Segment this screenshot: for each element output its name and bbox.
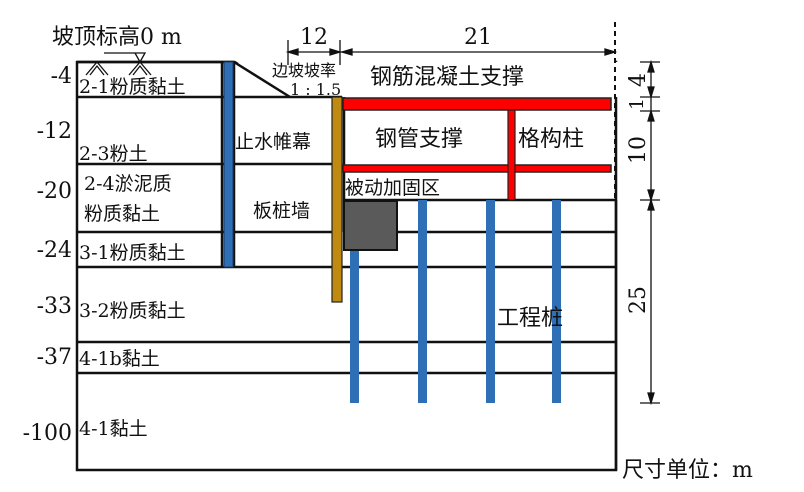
- water-curtain: [223, 61, 234, 268]
- layer-lines: [77, 62, 618, 470]
- svg-text:-24: -24: [37, 238, 72, 263]
- svg-text:3-1粉质黏土: 3-1粉质黏土: [79, 242, 186, 264]
- sheet-pile-wall: [331, 96, 343, 303]
- slope-ratio: 1 : 1.5: [290, 80, 341, 99]
- top-dimensions: [285, 40, 618, 65]
- pile: [418, 200, 427, 403]
- piles-label: 工程桩: [497, 306, 563, 331]
- dim-25: 25: [626, 286, 651, 314]
- passive-zone-label: 被动加固区: [345, 177, 440, 199]
- steel-strut-label: 钢管支撑: [375, 127, 463, 152]
- depth-labels: -4 -12 -20 -24 -33 -37 -100: [23, 64, 72, 446]
- layer-names: 2-1粉质黏土 2-3粉土 2-4淤泥质 粉质黏土 3-1粉质黏土 3-2粉质黏…: [79, 76, 186, 440]
- dim-21: 21: [464, 25, 492, 50]
- svg-text:2-4淤泥质: 2-4淤泥质: [84, 173, 172, 195]
- sheet-pile-label: 板桩墙: [253, 200, 310, 222]
- svg-text:-4: -4: [51, 64, 72, 89]
- rc-strut: [342, 97, 612, 111]
- svg-text:4-1黏土: 4-1黏土: [79, 418, 148, 440]
- dim-1: 1: [626, 98, 648, 110]
- rc-strut-label: 钢筋混凝土支撑: [370, 65, 524, 90]
- unit-note: 尺寸单位：m: [622, 458, 753, 483]
- elevation-markers: [85, 52, 152, 76]
- pile: [486, 200, 495, 403]
- pile: [350, 250, 359, 403]
- engineering-piles: [350, 200, 561, 403]
- steel-strut: [342, 164, 612, 173]
- slope-label: 边坡坡率: [272, 61, 336, 80]
- dim-12: 12: [300, 25, 328, 50]
- svg-text:4-1b黏土: 4-1b黏土: [79, 348, 160, 370]
- svg-text:-20: -20: [37, 179, 72, 204]
- slope-line: [233, 60, 291, 99]
- svg-text:-37: -37: [37, 345, 72, 370]
- svg-text:粉质黏土: 粉质黏土: [84, 203, 160, 225]
- dim-10: 10: [626, 136, 651, 164]
- svg-text:3-2粉质黏土: 3-2粉质黏土: [79, 300, 186, 322]
- svg-text:-33: -33: [37, 294, 72, 319]
- svg-text:2-3粉土: 2-3粉土: [79, 143, 148, 165]
- pile: [552, 200, 561, 403]
- passive-zone-block: [343, 200, 398, 251]
- top-elevation-label: 坡顶标高0 m: [52, 25, 182, 50]
- lattice-column: [507, 109, 516, 201]
- svg-text:2-1粉质黏土: 2-1粉质黏土: [79, 76, 186, 98]
- svg-text:-12: -12: [37, 119, 72, 144]
- curtain-label: 止水帷幕: [235, 131, 311, 153]
- dim-4: 4: [626, 73, 651, 87]
- lattice-column-label: 格构柱: [518, 127, 584, 152]
- svg-text:-100: -100: [23, 421, 72, 446]
- right-dimensions: [640, 59, 660, 406]
